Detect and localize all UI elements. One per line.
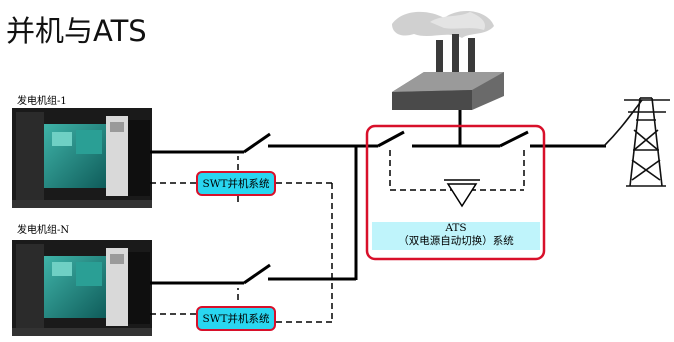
ats-label: ATS （双电源自动切换）系统 [372, 222, 540, 250]
ats-label-line2: （双电源自动切换）系统 [398, 235, 514, 247]
transmission-tower-icon [603, 97, 670, 187]
page-title: 并机与ATS [6, 14, 147, 48]
swt-parallel-system-1: SWT并机系统 [196, 171, 276, 196]
ats-label-line1: ATS [445, 222, 467, 234]
generator-n-label: 发电机组-N [16, 221, 71, 236]
generator-1-icon [12, 108, 152, 208]
swt-parallel-system-n: SWT并机系统 [196, 306, 276, 331]
control-lines [150, 150, 525, 323]
generator-1-label: 发电机组-1 [16, 92, 68, 107]
ats-frame [365, 124, 546, 261]
diode-icon [444, 179, 480, 208]
generator-n-icon [12, 240, 152, 336]
factory-icon [392, 11, 504, 110]
